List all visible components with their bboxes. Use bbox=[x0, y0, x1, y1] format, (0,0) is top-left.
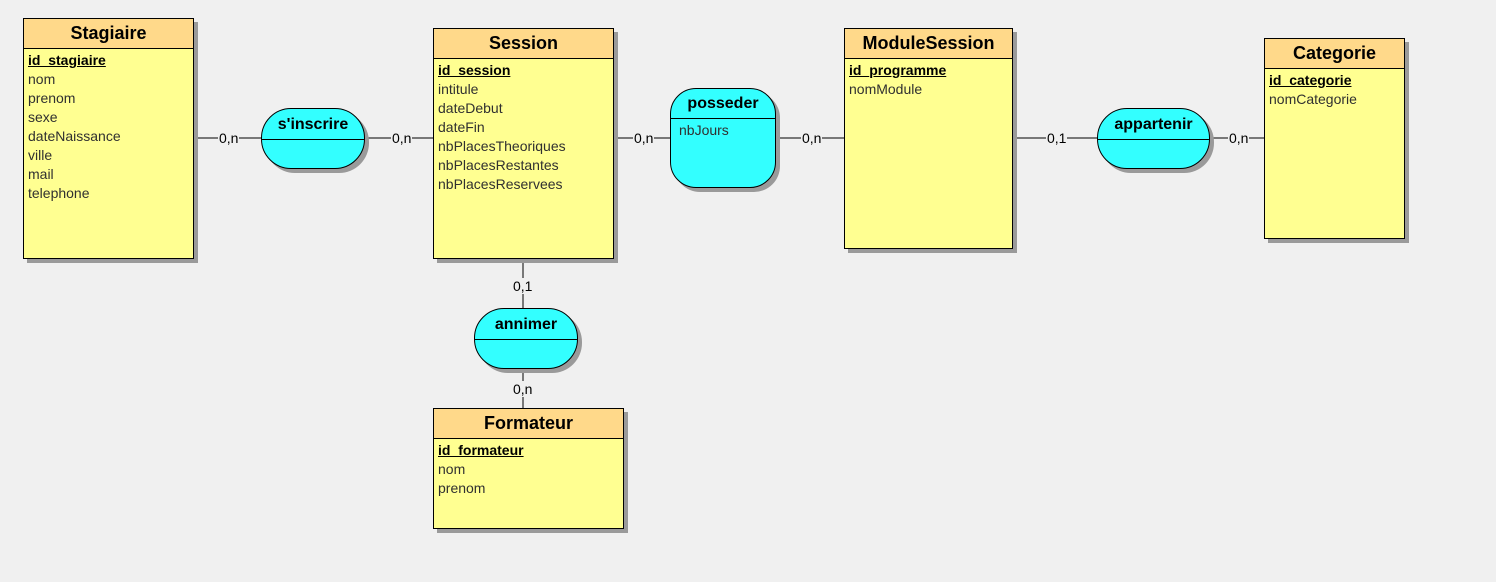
cardinality-label: 0,n bbox=[633, 130, 655, 146]
attribute: intitule bbox=[438, 81, 479, 97]
attribute: prenom bbox=[438, 480, 486, 496]
association-sinscrire[interactable]: s'inscrire bbox=[261, 108, 365, 169]
entity-title: Categorie bbox=[1265, 39, 1404, 69]
association-attribute: nbJours bbox=[679, 122, 729, 138]
attribute: dateFin bbox=[438, 119, 485, 135]
attribute: nbPlacesRestantes bbox=[438, 157, 559, 173]
entity-categorie[interactable]: Categorie id_categorie nomCategorie bbox=[1264, 38, 1405, 239]
cardinality-label: 0,n bbox=[801, 130, 823, 146]
association-title: s'inscrire bbox=[262, 109, 364, 140]
primary-key-attribute: id_programme bbox=[849, 62, 947, 78]
attribute: sexe bbox=[28, 109, 58, 125]
primary-key-attribute: id_session bbox=[438, 62, 511, 78]
primary-key-attribute: id_stagiaire bbox=[28, 52, 106, 68]
entity-title: Stagiaire bbox=[24, 19, 193, 49]
cardinality-label: 0,n bbox=[1228, 130, 1250, 146]
cardinality-label: 0,n bbox=[512, 381, 534, 397]
entity-formateur[interactable]: Formateur id_formateur nom prenom bbox=[433, 408, 624, 529]
attribute: nomCategorie bbox=[1269, 91, 1357, 107]
attribute: telephone bbox=[28, 185, 90, 201]
association-title: annimer bbox=[475, 309, 577, 340]
association-annimer[interactable]: annimer bbox=[474, 308, 578, 369]
entity-session[interactable]: Session id_session intitule dateDebut da… bbox=[433, 28, 614, 259]
entity-title: Session bbox=[434, 29, 613, 59]
association-title: posseder bbox=[671, 89, 775, 119]
cardinality-label: 0,1 bbox=[1046, 130, 1068, 146]
cardinality-label: 0,n bbox=[218, 130, 240, 146]
attribute: prenom bbox=[28, 90, 76, 106]
association-posseder[interactable]: posseder nbJours bbox=[670, 88, 776, 188]
attribute: nom bbox=[438, 461, 466, 477]
attribute: ville bbox=[28, 147, 53, 163]
attribute: nomModule bbox=[849, 81, 923, 97]
attribute: dateDebut bbox=[438, 100, 503, 116]
attribute: dateNaissance bbox=[28, 128, 121, 144]
attribute: nom bbox=[28, 71, 56, 87]
entity-title: Formateur bbox=[434, 409, 623, 439]
primary-key-attribute: id_formateur bbox=[438, 442, 524, 458]
cardinality-label: 0,n bbox=[391, 130, 413, 146]
primary-key-attribute: id_categorie bbox=[1269, 72, 1352, 88]
association-appartenir[interactable]: appartenir bbox=[1097, 108, 1210, 169]
entity-module-session[interactable]: ModuleSession id_programme nomModule bbox=[844, 28, 1013, 249]
entity-stagiaire[interactable]: Stagiaire id_stagiaire nom prenom sexe d… bbox=[23, 18, 194, 259]
association-title: appartenir bbox=[1098, 109, 1209, 140]
attribute: mail bbox=[28, 166, 54, 182]
entity-title: ModuleSession bbox=[845, 29, 1012, 59]
attribute: nbPlacesTheoriques bbox=[438, 138, 566, 154]
cardinality-label: 0,1 bbox=[512, 278, 534, 294]
attribute: nbPlacesReservees bbox=[438, 176, 563, 192]
